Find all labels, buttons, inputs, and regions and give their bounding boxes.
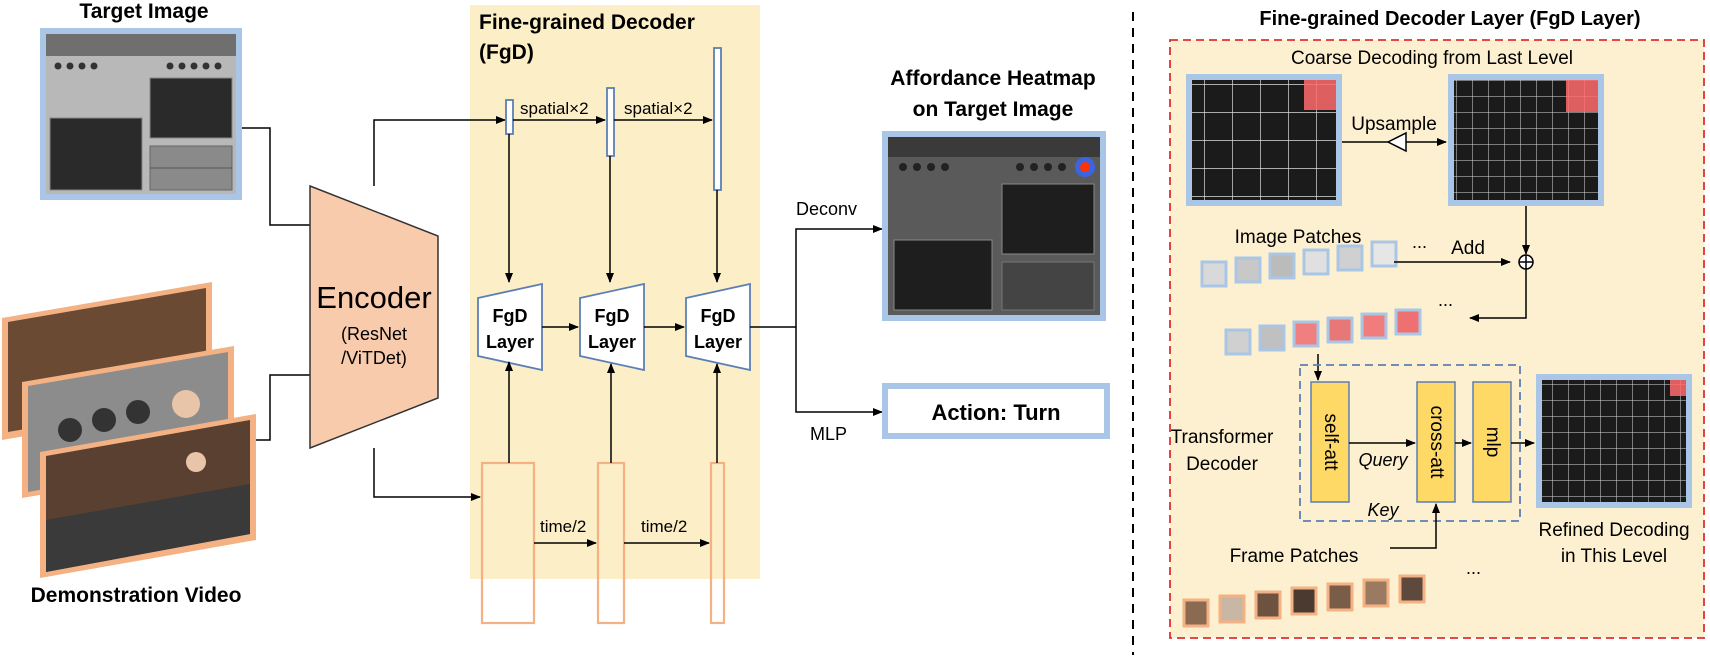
transformer-decoder-box xyxy=(1299,364,1521,522)
target-image xyxy=(40,28,242,200)
frame-to-crossatt-arrow xyxy=(1390,503,1440,549)
spatial-label-2: spatial×2 xyxy=(624,99,693,118)
query-label: Query xyxy=(1358,450,1408,470)
svg-text:Layer: Layer xyxy=(588,332,636,352)
deconv-arrow xyxy=(795,225,883,327)
coarse-decoding-label: Coarse Decoding from Last Level xyxy=(1291,48,1573,69)
encoder-to-time-line xyxy=(373,448,481,501)
encoder-block xyxy=(309,184,439,450)
time-label-2: time/2 xyxy=(641,517,687,536)
self-att-block: self-att xyxy=(1310,381,1350,503)
target-image-title: Target Image xyxy=(79,0,208,23)
svg-text:Layer: Layer xyxy=(486,332,534,352)
action-box: Action: Turn xyxy=(882,383,1110,439)
spatial-label-1: spatial×2 xyxy=(520,99,589,118)
fgd-layer-3: FgD Layer xyxy=(685,282,751,372)
fgd-layer-2: FgD Layer xyxy=(579,282,645,372)
encoder-sub2: /ViTDet) xyxy=(341,348,407,368)
encoder-to-spatial-line xyxy=(373,116,506,186)
demo-frame-3 xyxy=(40,414,256,578)
frame-patches xyxy=(1182,574,1426,628)
fgd-layer-1: FgD Layer xyxy=(477,282,543,372)
svg-text:FgD: FgD xyxy=(701,306,736,326)
refined-label-line2: in This Level xyxy=(1561,546,1667,567)
sum-arrow xyxy=(1469,269,1527,322)
mlp-arrow xyxy=(795,327,883,416)
coarse-grid xyxy=(1186,74,1342,206)
frame-patches-ellipsis: ... xyxy=(1466,558,1481,578)
spatial-feature-3 xyxy=(713,47,722,191)
deconv-label: Deconv xyxy=(796,199,857,219)
svg-text:self-att: self-att xyxy=(1320,413,1341,471)
svg-text:FgD: FgD xyxy=(493,306,528,326)
transformer-label-line1: Transformer xyxy=(1171,427,1274,448)
image-patches xyxy=(1200,240,1398,288)
demo-video-title: Demonstration Video xyxy=(31,584,242,607)
refined-grid xyxy=(1536,374,1692,508)
upsampled-grid xyxy=(1448,74,1604,206)
key-label: Key xyxy=(1367,500,1399,520)
combined-patches-ellipsis: ... xyxy=(1438,290,1453,310)
encoder-sub1: (ResNet xyxy=(341,324,407,344)
svg-text:mlp: mlp xyxy=(1482,427,1503,458)
frame-patches-label: Frame Patches xyxy=(1230,546,1359,567)
add-label: Add xyxy=(1451,238,1485,259)
encoder-label: Encoder xyxy=(316,280,431,315)
image-patches-ellipsis: ... xyxy=(1412,232,1427,252)
svg-text:cross-att: cross-att xyxy=(1426,406,1447,480)
refined-label-line1: Refined Decoding xyxy=(1538,520,1689,541)
upsample-label: Upsample xyxy=(1351,114,1437,135)
svg-text:Layer: Layer xyxy=(694,332,742,352)
svg-text:FgD: FgD xyxy=(595,306,630,326)
action-label: Action: Turn xyxy=(931,400,1060,425)
cross-att-block: cross-att xyxy=(1416,381,1456,503)
video-to-encoder-line xyxy=(256,374,310,441)
heatmap-title-line2: on Target Image xyxy=(913,98,1074,121)
fgd-title-line1: Fine-grained Decoder xyxy=(479,11,695,34)
combined-patches xyxy=(1224,308,1422,356)
fgd-layer-section-title: Fine-grained Decoder Layer (FgD Layer) xyxy=(1259,8,1640,30)
transformer-label-line2: Decoder xyxy=(1186,454,1258,475)
target-to-encoder-line xyxy=(242,127,310,226)
fgd-title-line2: (FgD) xyxy=(479,41,534,64)
spatial-feature-2 xyxy=(606,87,615,157)
mlp-label: MLP xyxy=(810,424,847,444)
time-label-1: time/2 xyxy=(540,517,586,536)
heatmap-title-line1: Affordance Heatmap xyxy=(890,67,1095,90)
spatial-feature-1 xyxy=(505,99,514,135)
heatmap-image xyxy=(882,131,1106,321)
mlp-block: mlp xyxy=(1472,381,1512,503)
image-patches-label: Image Patches xyxy=(1235,227,1362,248)
add-operator xyxy=(1518,254,1534,270)
